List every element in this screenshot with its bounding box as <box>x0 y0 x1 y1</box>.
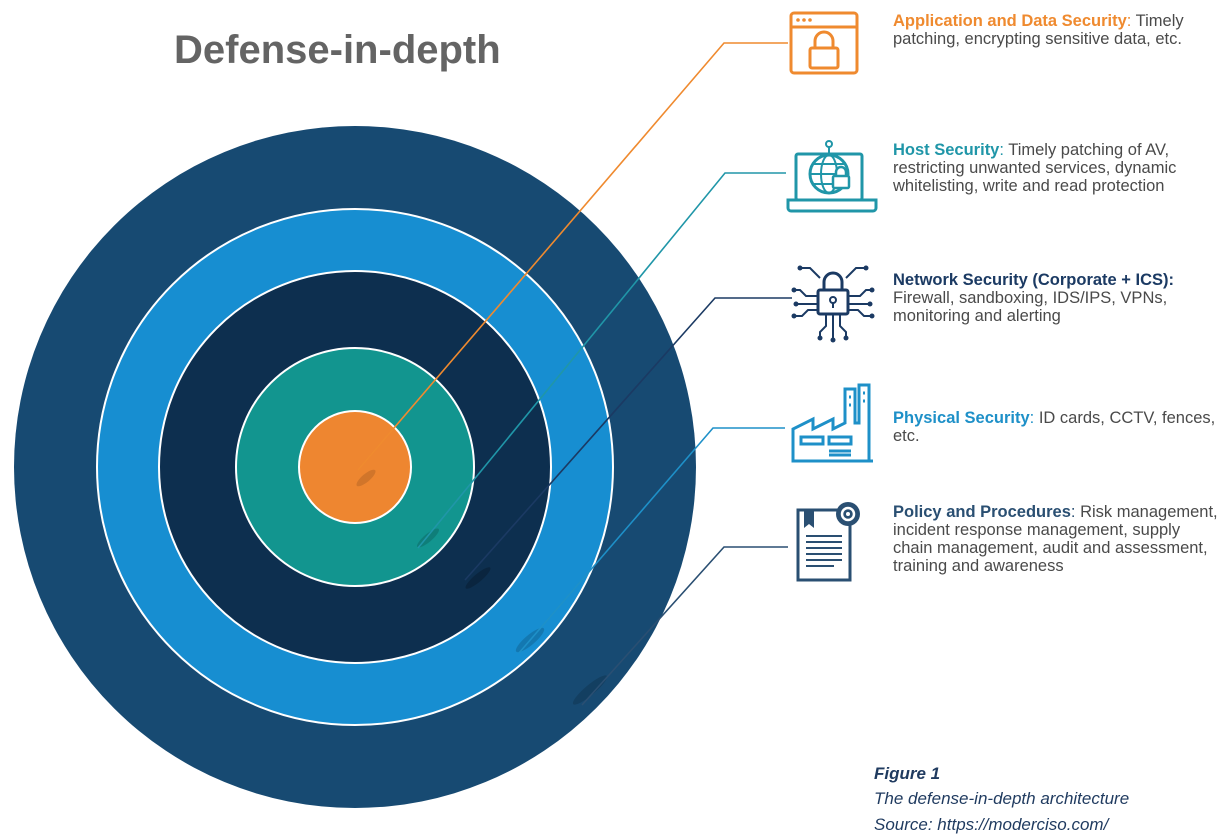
document-gear-icon <box>796 502 860 582</box>
circuit-lock-icon <box>791 265 875 343</box>
connector-host <box>417 172 786 549</box>
figure-caption: Figure 1 The defense-in-depth architectu… <box>874 762 1129 838</box>
layer-description: Firewall, sandboxing, IDS/IPS, VPNs, mon… <box>893 289 1168 325</box>
layer-host: Host Security: Timely patching of AV, re… <box>893 141 1223 195</box>
layer-application: Application and Data Security: Timely pa… <box>893 12 1223 48</box>
layer-description: Timely patching of AV, restricting unwan… <box>893 141 1177 195</box>
figure-source: Source: https://moderciso.com/ <box>874 815 1109 834</box>
figure-description: The defense-in-depth architecture <box>874 789 1130 808</box>
connector-physical <box>518 427 785 654</box>
connector-network <box>464 297 792 581</box>
layer-heading: Policy and Procedures <box>893 503 1071 521</box>
layer-network: Network Security (Corporate + ICS): Fire… <box>893 271 1223 325</box>
layer-separator: : <box>1070 503 1076 521</box>
connector-policy <box>581 546 788 706</box>
layer-separator: : <box>1029 409 1035 427</box>
factory-icon <box>791 383 873 463</box>
laptop-globe-lock-icon <box>786 140 878 213</box>
ring-core <box>298 410 412 524</box>
layer-description: ID cards, CCTV, fences, etc. <box>893 409 1216 445</box>
layer-description: Risk management, incident response manag… <box>893 503 1218 575</box>
layer-description: Timely patching, encrypting sensitive da… <box>893 12 1184 48</box>
layer-heading: Host Security <box>893 141 1000 159</box>
layer-physical: Physical Security: ID cards, CCTV, fence… <box>893 409 1223 445</box>
layer-policy: Policy and Procedures: Risk management, … <box>893 503 1223 575</box>
layer-separator: : <box>1126 12 1132 30</box>
layer-heading: Physical Security <box>893 409 1030 427</box>
layer-heading: Network Security (Corporate + ICS): <box>893 271 1175 289</box>
layer-separator: : <box>999 141 1004 159</box>
connector-application <box>357 42 788 471</box>
figure-label: Figure 1 <box>874 764 941 783</box>
browser-lock-icon <box>789 11 859 75</box>
layer-heading: Application and Data Security <box>893 12 1127 30</box>
diagram-title: Defense-in-depth <box>174 28 501 72</box>
